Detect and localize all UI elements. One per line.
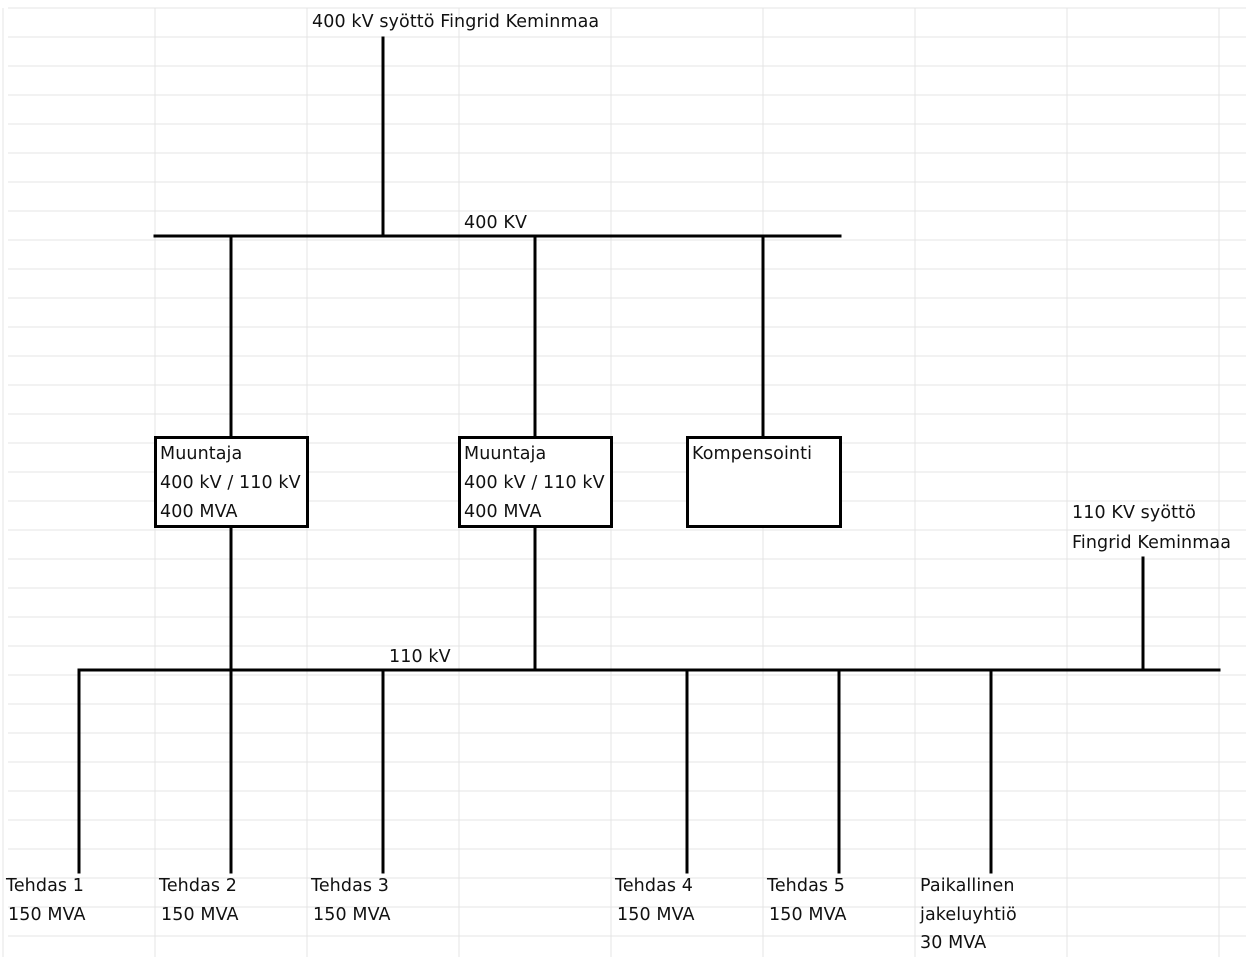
load-4-rating: 150 MVA <box>617 905 695 925</box>
diagram-lines <box>77 36 1221 874</box>
transformer-2-box <box>458 436 613 528</box>
feed-110kv-label-line2: Fingrid Keminmaa <box>1072 533 1232 553</box>
load-2-rating: 150 MVA <box>161 905 239 925</box>
compensation-box <box>686 436 842 528</box>
spreadsheet-grid <box>2 7 1246 957</box>
transformer-1-box <box>154 436 309 528</box>
load-6-name-line1: Paikallinen <box>920 876 1015 896</box>
load-1-rating: 150 MVA <box>8 905 86 925</box>
transformer-2-name: Muuntaja <box>464 444 547 464</box>
compensation-label: Kompensointi <box>692 444 813 464</box>
transformer-1-ratio: 400 kV / 110 kV <box>160 473 301 493</box>
load-3-name: Tehdas 3 <box>311 876 390 896</box>
load-1-name: Tehdas 1 <box>6 876 85 896</box>
transformer-2-rating: 400 MVA <box>464 502 542 522</box>
bus-110kv-label: 110 kV <box>389 647 451 667</box>
load-4-name: Tehdas 4 <box>615 876 694 896</box>
feed-400kv-label: 400 kV syöttö Fingrid Keminmaa <box>312 12 600 32</box>
bus-400kv-label: 400 KV <box>464 213 528 233</box>
transformer-2-ratio: 400 kV / 110 kV <box>464 473 605 493</box>
transformer-1-name: Muuntaja <box>160 444 243 464</box>
transformer-1-rating: 400 MVA <box>160 502 238 522</box>
load-5-name: Tehdas 5 <box>767 876 846 896</box>
load-6-rating: 30 MVA <box>920 933 987 953</box>
load-3-rating: 150 MVA <box>313 905 391 925</box>
load-6-name-line2: jakeluyhtiö <box>920 905 1017 925</box>
load-5-rating: 150 MVA <box>769 905 847 925</box>
feed-110kv-label-line1: 110 KV syöttö <box>1072 503 1196 523</box>
load-2-name: Tehdas 2 <box>159 876 238 896</box>
